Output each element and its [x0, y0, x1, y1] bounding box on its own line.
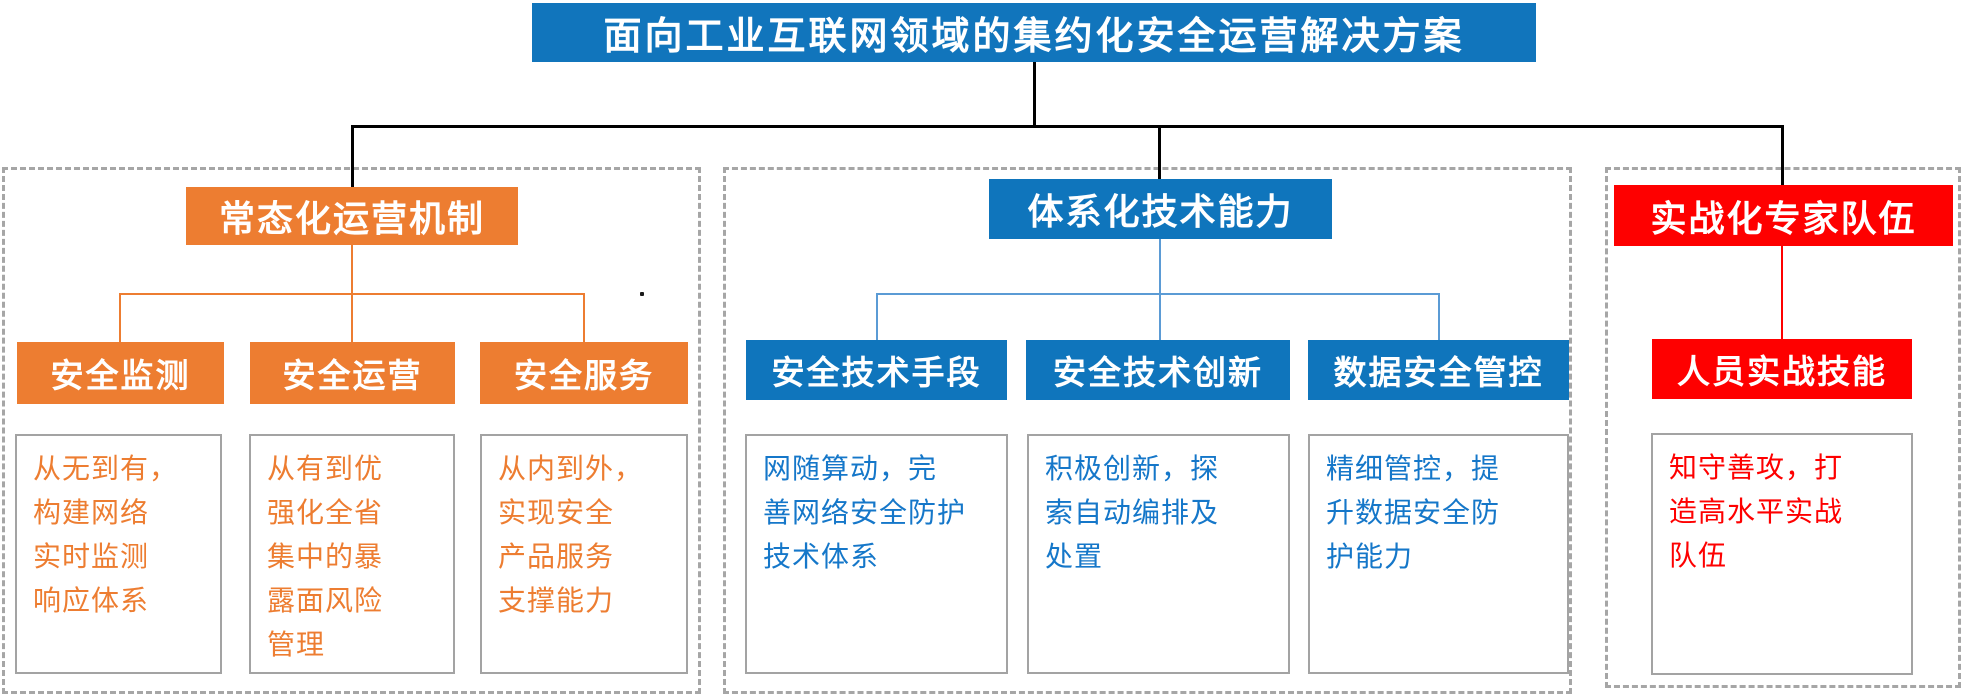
connector-technology-stem	[1159, 239, 1161, 293]
desc-security-tech-means: 网随算动，完 善网络安全防护 技术体系	[745, 434, 1008, 674]
node-security-operations: 安全运营	[250, 342, 455, 404]
connector-technology-drop-1	[876, 293, 878, 340]
desc-data-security-control: 精细管控，提 升数据安全防 护能力	[1308, 434, 1569, 674]
connector-experts-stem	[1781, 246, 1783, 339]
connector-technology-drop-3	[1438, 293, 1440, 340]
desc-security-operations: 从有到优 强化全省 集中的暴 露面风险 管理	[249, 434, 455, 674]
node-personnel-combat-skills: 人员实战技能	[1652, 339, 1912, 399]
desc-security-monitoring: 从无到有， 构建网络 实时监测 响应体系	[15, 434, 222, 674]
connector-operations-drop-3	[583, 293, 585, 342]
desc-personnel-combat-skills: 知守善攻，打 造高水平实战 队伍	[1651, 433, 1913, 675]
section-header-experts: 实战化专家队伍	[1614, 185, 1953, 246]
node-security-tech-innovation: 安全技术创新	[1026, 340, 1290, 400]
connector-drop-experts	[1781, 125, 1784, 185]
node-security-tech-means: 安全技术手段	[746, 340, 1007, 400]
connector-title-stem	[1033, 62, 1036, 128]
connector-drop-operations	[351, 125, 354, 187]
node-data-security-control: 数据安全管控	[1308, 340, 1569, 400]
connector-operations-drop-2	[351, 293, 353, 342]
chart-title: 面向工业互联网领域的集约化安全运营解决方案	[532, 3, 1536, 62]
node-security-services: 安全服务	[480, 342, 688, 404]
desc-security-services: 从内到外， 实现安全 产品服务 支撑能力	[480, 434, 688, 674]
connector-technology-drop-2	[1159, 293, 1161, 340]
node-security-monitoring: 安全监测	[17, 342, 224, 404]
section-header-operations: 常态化运营机制	[186, 187, 518, 245]
connector-drop-technology	[1158, 125, 1161, 179]
connector-technology-horizontal	[876, 293, 1440, 295]
ink-speck	[640, 292, 644, 296]
connector-operations-drop-1	[119, 293, 121, 342]
desc-security-tech-innovation: 积极创新，探 索自动编排及 处置	[1027, 434, 1290, 674]
section-container-technology	[723, 167, 1572, 694]
connector-operations-stem	[351, 245, 353, 293]
section-header-technology: 体系化技术能力	[989, 179, 1332, 239]
connector-main-horizontal	[351, 125, 1784, 128]
